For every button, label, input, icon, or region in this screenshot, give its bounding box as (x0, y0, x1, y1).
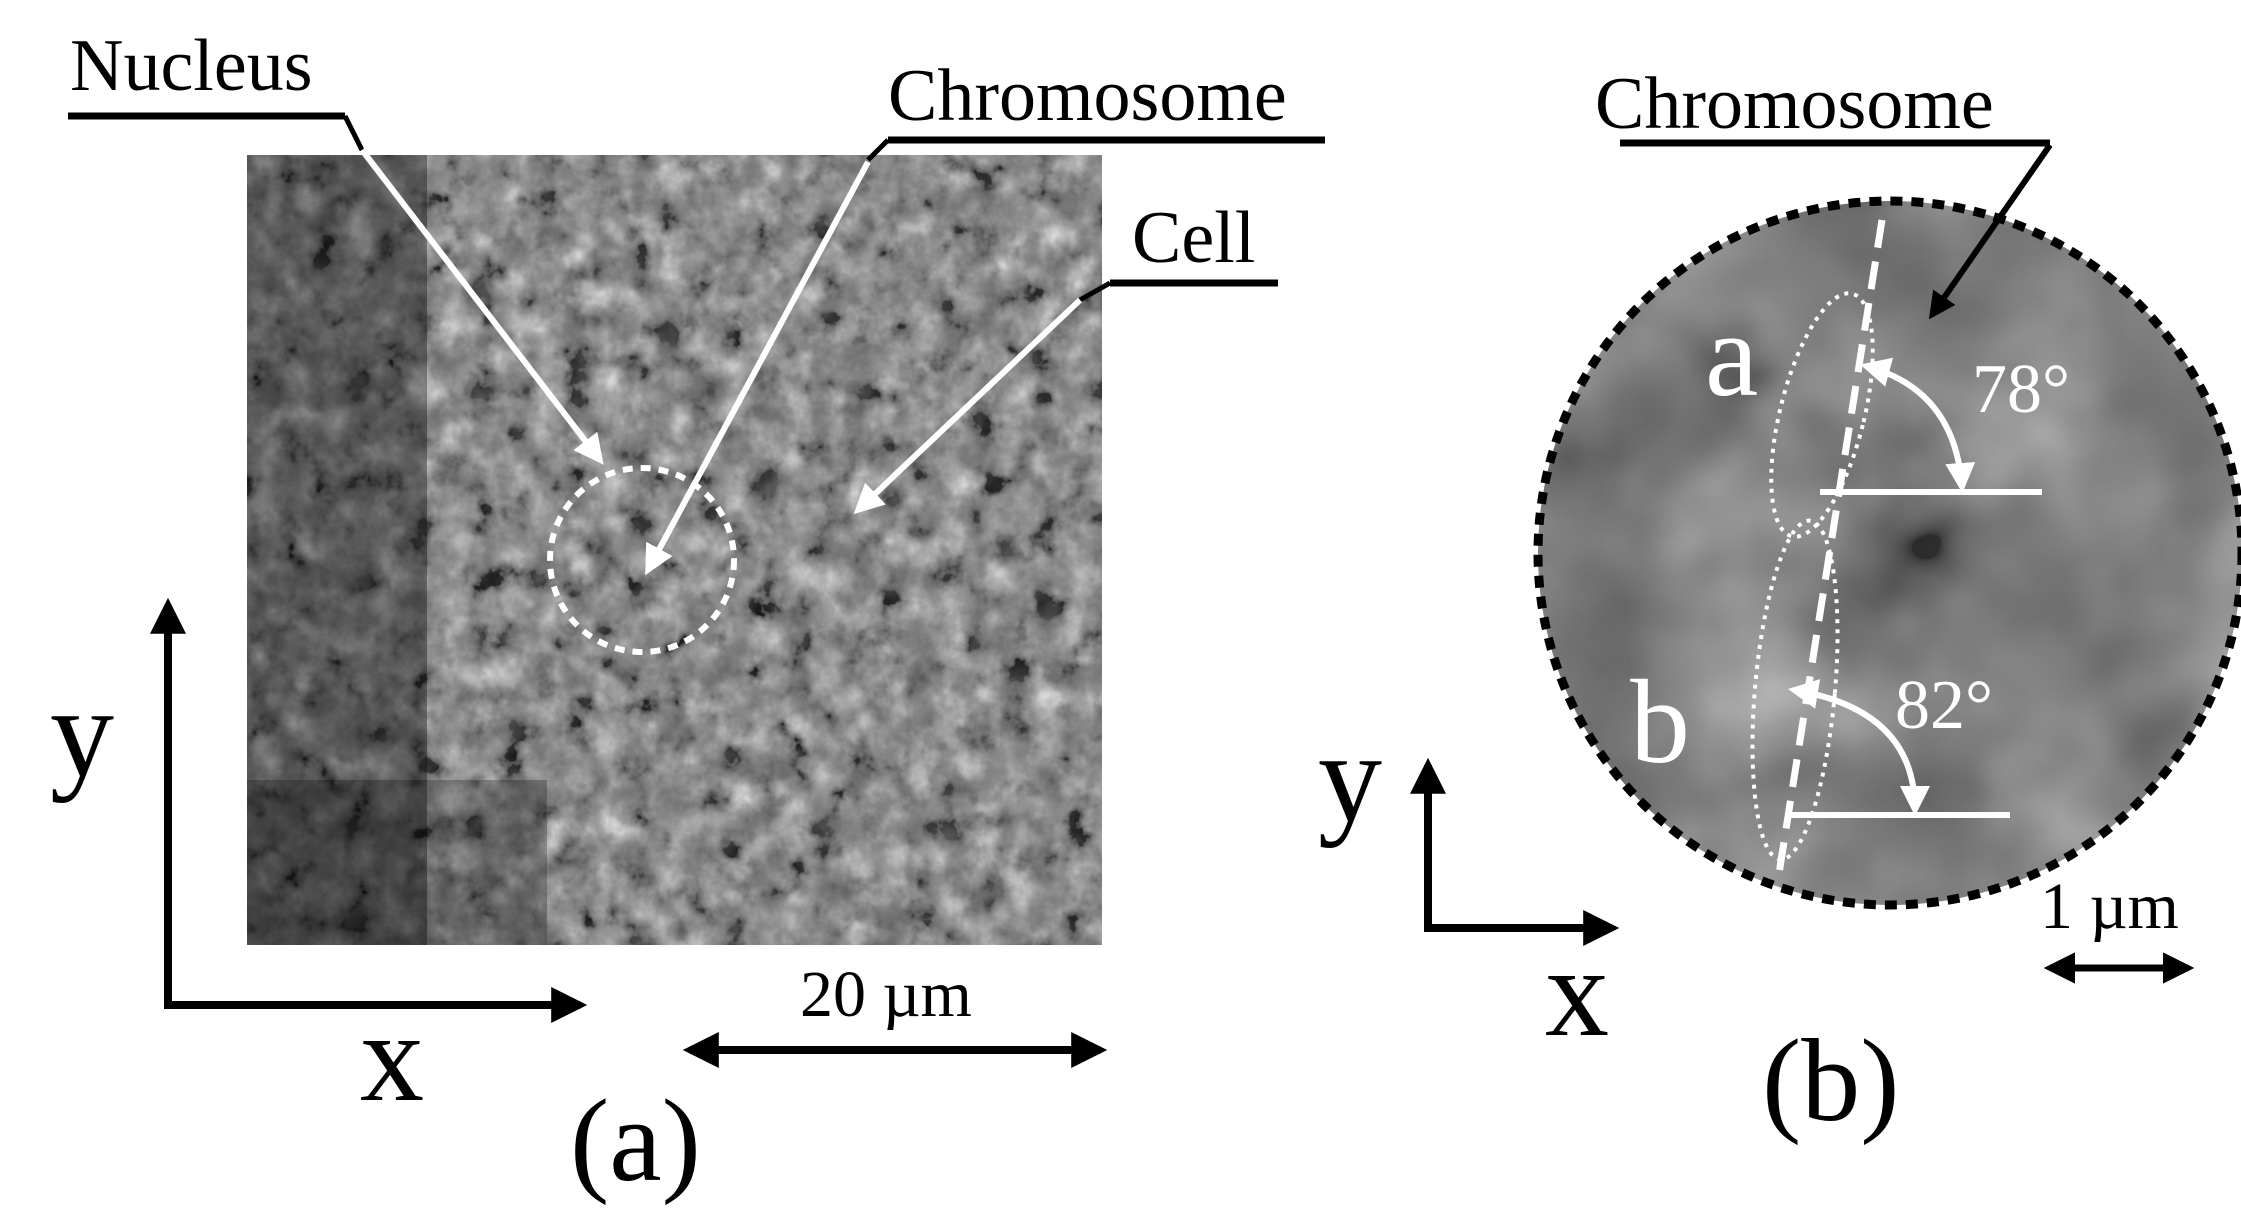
chromosome-arrow-b (1928, 143, 2053, 320)
panel-a: Nucleus Chromosome Cell y x 20 µm (a) (50, 25, 1325, 1206)
micrograph-a (247, 155, 1102, 945)
chromosome-label-b: Chromosome (1595, 63, 1994, 145)
panel-label-a: (a) (570, 1075, 701, 1206)
field-of-view-outline (1533, 196, 2241, 910)
nucleus-leader (342, 114, 365, 152)
axes-a (150, 597, 588, 1023)
micrograph-b (1538, 201, 2241, 905)
cell-arrow (853, 297, 1083, 515)
angle-arc-lower (1788, 679, 1930, 816)
chromosome-leader-a (866, 138, 890, 162)
angle-label-lower: 82° (1895, 667, 1993, 744)
nucleus-outline (547, 465, 737, 655)
panel-b: Chromosome a b 78° 82° y x 1 µm (b) (1318, 63, 2241, 1146)
angle-label-upper: 78° (1972, 351, 2070, 428)
x-axis-label-b: x (1545, 921, 1609, 1063)
chromosome-arrow-a (645, 160, 871, 576)
scale-bar-label-a: 20 µm (800, 958, 972, 1031)
x-axis-label-a: x (360, 986, 424, 1128)
cell-label: Cell (1132, 197, 1255, 279)
sub-label-b: b (1630, 655, 1690, 788)
cell-leader (1078, 280, 1112, 303)
y-axis-label-b: y (1318, 706, 1382, 848)
nucleus-arrow (359, 148, 604, 465)
panel-label-b: (b) (1762, 1015, 1900, 1146)
scale-bar-label-b: 1 µm (2040, 870, 2179, 943)
axes-b (1410, 757, 1620, 946)
chromosome-label-a: Chromosome (888, 55, 1287, 137)
angle-arc-upper (1860, 357, 1976, 493)
nucleus-label: Nucleus (70, 25, 313, 107)
sub-label-a: a (1705, 288, 1758, 421)
y-axis-label-a: y (50, 661, 114, 803)
